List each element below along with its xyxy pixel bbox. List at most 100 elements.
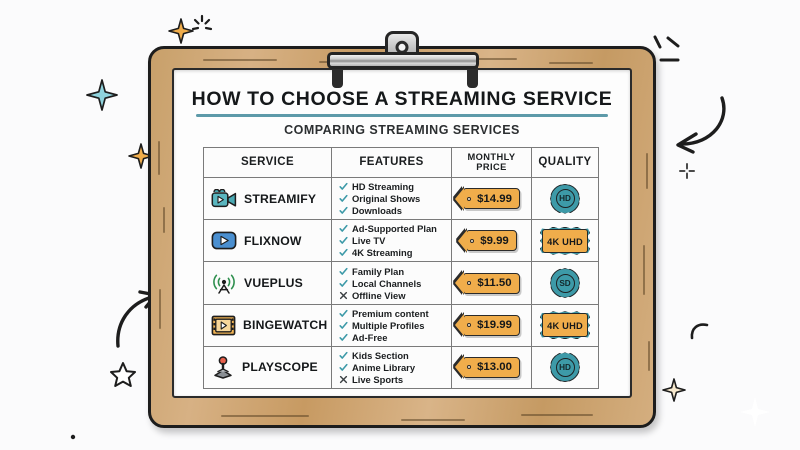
feature-list: Kids Section Anime Library Live Sports [339,350,415,385]
broadcast-antenna-icon [211,273,237,294]
cell-service: PLAYSCOPE [204,346,332,389]
film-strip-icon [211,315,236,336]
cell-quality: HD [532,178,598,219]
table-body: STREAMIFY HD Streaming Original Shows Do… [204,178,598,389]
table-row[interactable]: FLIXNOW Ad-Supported Plan Live TV 4K Str… [204,220,598,263]
feature-label: 4K Streaming [352,247,413,259]
price-label: $19.99 [477,319,512,332]
price-tag: $13.00 [463,356,520,378]
feature-item: Local Channels [339,278,421,289]
quality-label: 4K UHD [547,236,583,247]
title-block: HOW TO CHOOSE A STREAMING SERVICE COMPAR… [180,88,624,137]
feature-item: Kids Section [339,350,415,361]
feature-item: Anime Library [339,362,415,373]
feature-label: Local Channels [352,277,422,289]
quality-label: HD [559,194,571,204]
feature-label: Downloads [352,205,403,217]
quality-badge: HD [550,183,580,214]
feature-list: Family Plan Local Channels Offline View [339,266,421,301]
feature-label: Kids Section [352,349,409,361]
cell-price: $14.99 [452,178,532,220]
price-tag: $11.50 [463,272,520,294]
feature-label: Offline View [352,289,406,301]
cell-quality: HD [532,347,598,388]
feature-label: Premium content [352,307,429,319]
feature-item: Family Plan [339,266,421,277]
cell-price: $11.50 [452,262,532,304]
cell-quality: SD [532,262,598,303]
header-cell-features: FEATURES [332,148,452,177]
plus-mark-right [679,163,695,179]
cell-features: Premium content Multiple Profiles Ad-Fre… [332,304,452,346]
title-underline [196,114,608,117]
feature-item: Ad-Free [339,332,429,343]
header-cell-service: SERVICE [204,148,332,177]
price-label: $11.50 [477,277,512,289]
price-tag: $9.99 [466,230,517,252]
header-label-service: SERVICE [240,156,295,169]
cell-quality: 4K UHD [532,220,598,261]
table-row[interactable]: STREAMIFY HD Streaming Original Shows Do… [204,178,598,221]
feature-label: Live Sports [352,373,404,385]
price-tag-hole [467,281,472,285]
feature-item: Downloads [339,205,420,216]
cell-price: $19.99 [452,304,532,346]
star-outline-left [110,362,136,387]
badge-inner-ring: SD [555,273,575,293]
curved-arrow-right [676,96,726,154]
service-name: VUEPLUS [244,276,303,290]
sparkle-white-bottom-right [740,397,770,427]
cell-features: HD Streaming Original Shows Downloads [332,178,452,220]
feature-label: Ad-Free [352,331,388,343]
sparkle-cream-bottom-right [662,378,686,402]
header-cell-quality: QUALITY [532,148,598,177]
cell-service: VUEPLUS [204,262,332,304]
table-row[interactable]: VUEPLUS Family Plan Local Channels Offli… [204,262,598,305]
service-name: BINGEWATCH [243,318,328,333]
header-label-features: FEATURES [359,156,424,169]
cell-price: $9.99 [452,220,532,262]
play-button-icon [211,231,237,250]
feature-item: 4K Streaming [339,247,437,258]
feature-item: HD Streaming [339,181,420,192]
feature-label: HD Streaming [352,181,414,193]
badge-inner-ring: HD [555,357,575,377]
service-name: PLAYSCOPE [242,360,318,375]
swoosh-bottom-right [690,323,709,340]
joystick-icon [211,356,235,379]
price-tag: $14.99 [463,188,520,210]
feature-label: Original Shows [352,193,421,205]
price-tag-hole [467,365,472,370]
price-tag-hole [467,196,472,201]
table-row[interactable]: BINGEWATCH Premium content Multiple Prof… [204,304,598,347]
sparkle-teal-left [86,79,118,111]
quality-badge: 4K UHD [537,311,593,340]
price-tag-hole [470,238,475,243]
badge-inner-ring: HD [555,189,575,209]
sparkle-burst-top [191,14,213,31]
cell-service: BINGEWATCH [204,304,332,346]
feature-item: Ad-Supported Plan [339,223,437,234]
clip-leg-left [332,62,343,88]
feature-item: Live Sports [339,374,415,385]
sparkle-orange-top-left [168,18,194,44]
feature-list: Premium content Multiple Profiles Ad-Fre… [339,308,429,343]
quality-badge: HD [550,352,580,383]
page-subtitle: COMPARING STREAMING SERVICES [284,123,520,137]
cell-price: $13.00 [452,346,532,389]
feature-label: Multiple Profiles [352,319,425,331]
quality-label: 4K UHD [547,321,583,332]
service-name: FLIXNOW [244,233,302,248]
cell-features: Ad-Supported Plan Live TV 4K Streaming [332,220,452,262]
cell-service: STREAMIFY [204,178,332,220]
price-tag: $19.99 [463,314,520,336]
quality-badge: 4K UHD [537,226,593,255]
clip-bar[interactable] [327,52,479,69]
table-row[interactable]: PLAYSCOPE Kids Section Anime Library Liv… [204,346,598,389]
feature-list: HD Streaming Original Shows Downloads [339,181,420,216]
feature-label: Family Plan [352,265,405,277]
feature-item: Live TV [339,235,437,246]
